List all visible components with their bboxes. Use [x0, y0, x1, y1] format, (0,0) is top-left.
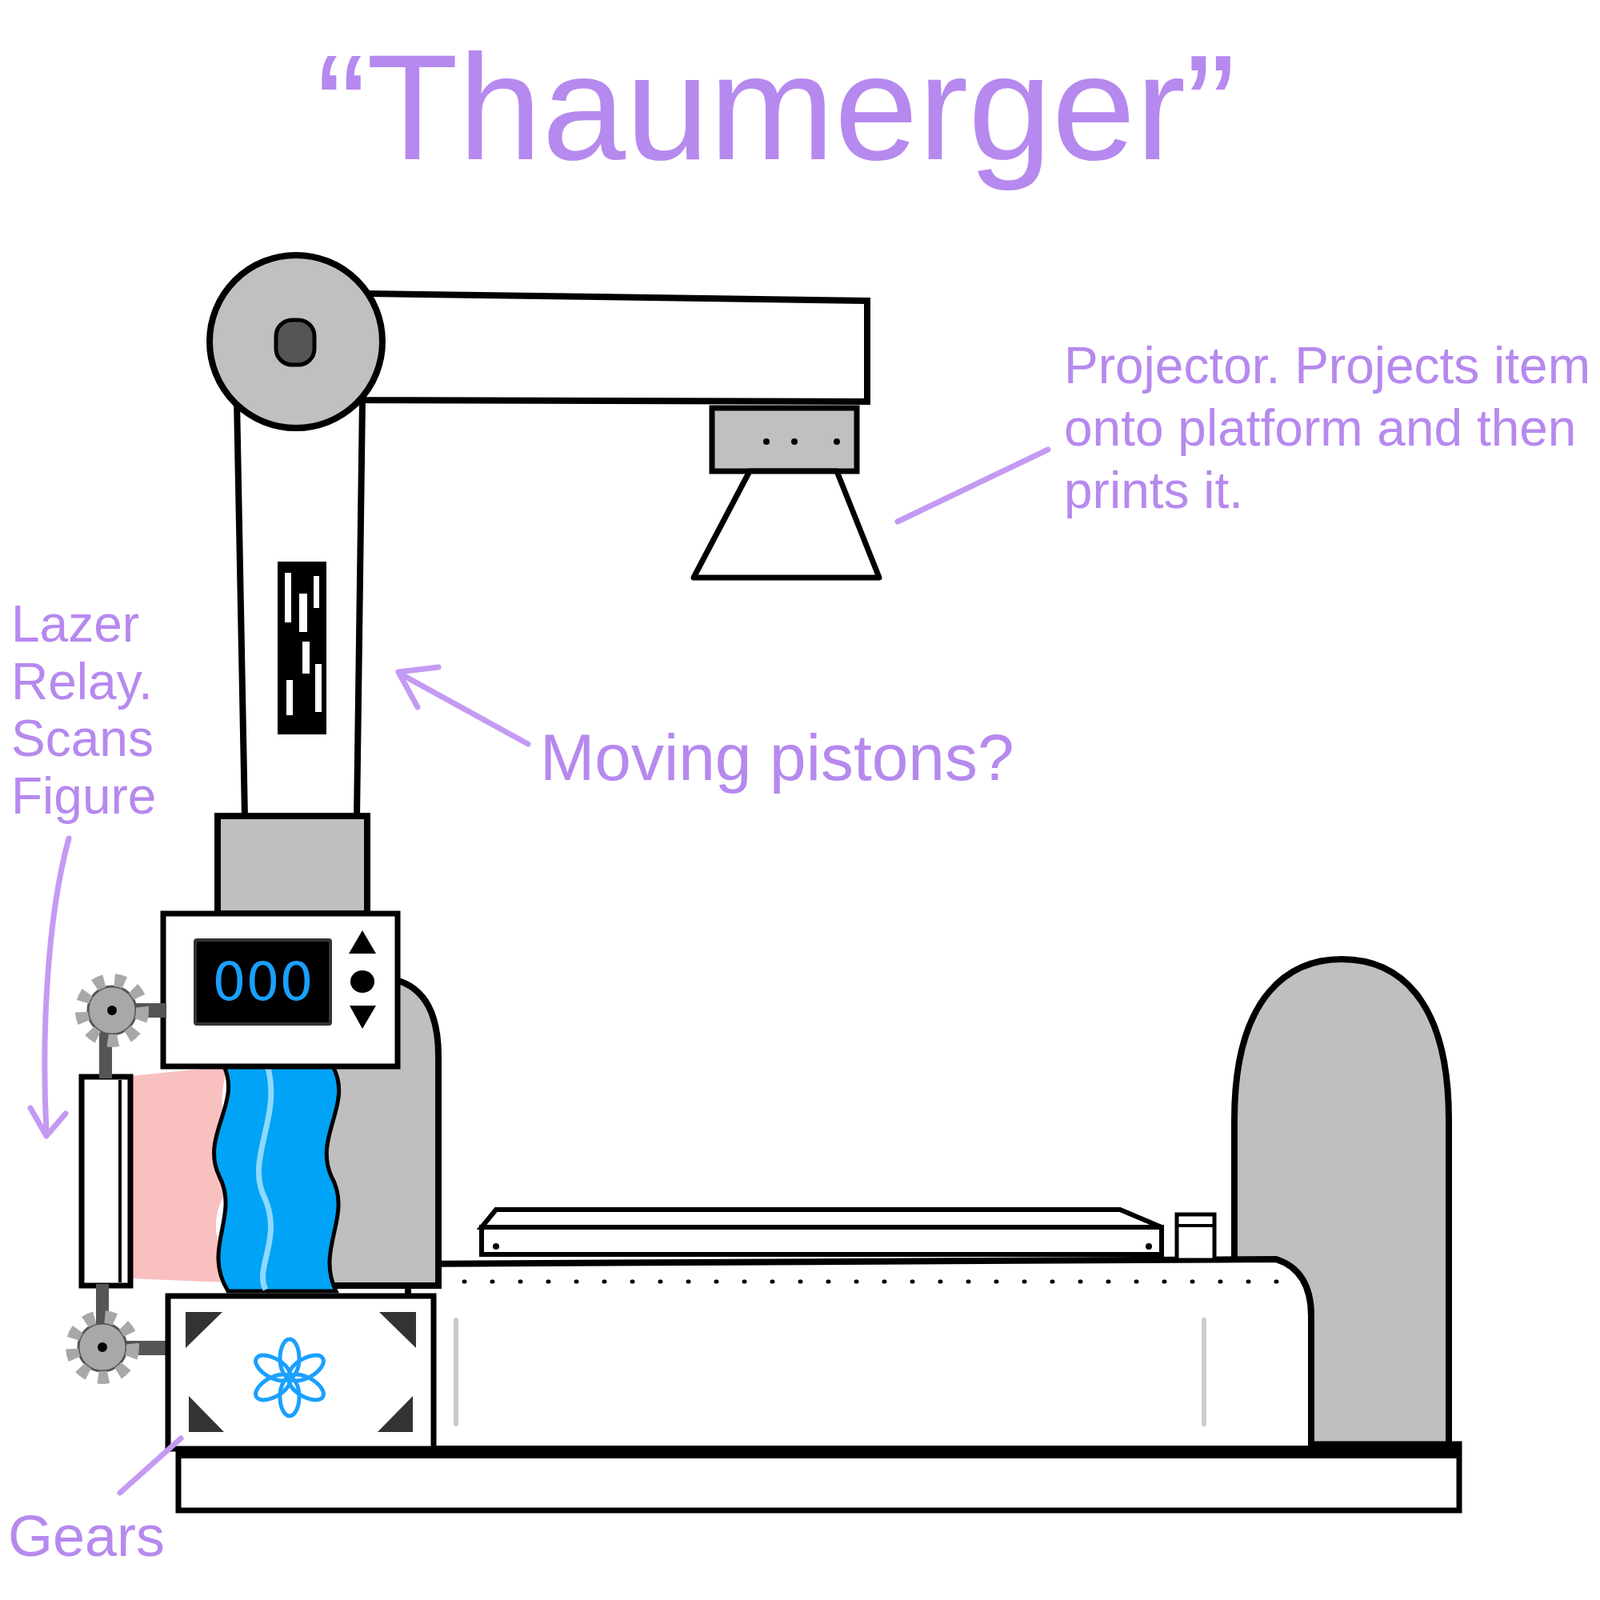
gear-teeth — [72, 1316, 133, 1378]
bed-shade — [453, 1320, 459, 1424]
vent-bar — [302, 641, 310, 674]
fluid-highlight — [258, 1068, 271, 1290]
piston-vent — [277, 561, 327, 735]
vent-bar — [313, 576, 320, 608]
bed-shade — [1201, 1320, 1207, 1424]
down-button — [349, 1005, 376, 1029]
gear-hub — [107, 1005, 117, 1016]
platform — [481, 1227, 1162, 1255]
gear-hub — [97, 1342, 108, 1352]
vent-bar — [299, 593, 308, 632]
callout-label: Projector. Projects item onto platform a… — [1064, 334, 1592, 522]
relay-edge — [118, 1080, 122, 1283]
control-panel — [163, 913, 398, 1067]
horizontal-arm — [316, 292, 868, 402]
cylinder-rim — [1176, 1224, 1215, 1228]
laser-relay — [81, 1076, 131, 1286]
vent-bar — [286, 680, 293, 716]
box-corner — [185, 1312, 223, 1348]
small-cylinder — [1176, 1214, 1215, 1260]
leader-arrowhead — [30, 1108, 66, 1136]
leader-line — [44, 838, 69, 1132]
print-bed — [408, 1259, 1312, 1449]
emblem-petal — [251, 1350, 295, 1387]
box-corner — [377, 1396, 413, 1432]
display-digits: 000 — [212, 956, 314, 1009]
bed-dots — [436, 1280, 1280, 1284]
box-corner — [379, 1312, 416, 1348]
platform-top — [481, 1209, 1162, 1228]
callout-label: Gears — [8, 1507, 248, 1565]
box-corner — [188, 1396, 224, 1432]
blue-fluid — [214, 1066, 340, 1292]
gear-box — [168, 1296, 434, 1449]
pivot-hole — [276, 320, 315, 365]
vent-bar — [315, 664, 322, 712]
select-button — [350, 970, 375, 993]
vent-bar — [284, 572, 292, 623]
base-plate — [178, 1444, 1460, 1511]
callout-label: Lazer Relay. Scans Figure — [11, 596, 204, 826]
flower-emblem — [251, 1339, 328, 1416]
title-text: “Thaumerger” — [240, 32, 1312, 183]
mount-dot — [791, 438, 798, 445]
gear — [78, 1323, 127, 1372]
leader-line — [120, 1438, 181, 1493]
projector-cone — [693, 471, 880, 578]
pivot-joint — [209, 255, 383, 428]
vertical-arm — [236, 400, 363, 818]
mount-dot — [763, 438, 770, 445]
leader-arrowhead — [398, 667, 439, 708]
emblem-petal — [251, 1369, 295, 1406]
mount-dot — [833, 438, 840, 445]
laser-beam — [130, 1066, 229, 1283]
platform-dot — [492, 1243, 500, 1250]
leader-line — [897, 449, 1048, 522]
callout-label: Moving pistons? — [540, 721, 1148, 794]
projector-mount — [712, 408, 857, 472]
display-screen: 000 — [193, 938, 332, 1026]
gear-teeth — [81, 980, 143, 1041]
arm-socket — [217, 816, 368, 914]
platform-dot — [1145, 1243, 1152, 1250]
gear — [88, 986, 136, 1035]
up-button — [348, 930, 376, 954]
